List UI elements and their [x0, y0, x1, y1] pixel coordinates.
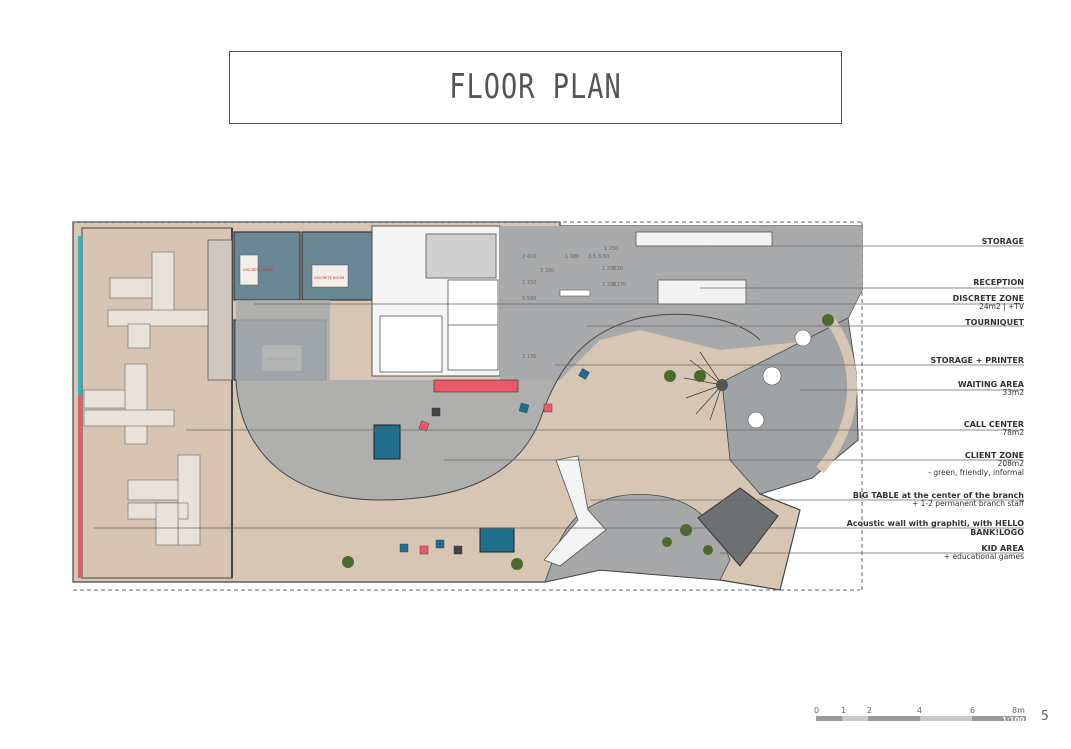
leader-lines: [94, 245, 1024, 554]
legend-storage: STORAGE: [981, 237, 1024, 246]
legend-acoustic-wall: Acoustic wall with graphiti, with HELLO …: [846, 519, 1024, 538]
legend-tourniquet: TOURNIQUET: [965, 318, 1024, 327]
svg-text:3.5: 3.5: [588, 254, 596, 260]
legend-reception: RECEPTION: [973, 278, 1024, 287]
svg-text:2 135: 2 135: [522, 354, 536, 360]
svg-text:1 250: 1 250: [604, 246, 618, 252]
legend-storage-printer: STORAGE + PRINTER: [930, 356, 1024, 365]
legend-call-center: CALL CENTER 78m2: [963, 420, 1024, 438]
svg-text:3 350: 3 350: [540, 268, 554, 274]
room-label-2: DISCRETE ROOM: [314, 276, 344, 280]
client-zone-furniture: [373, 368, 590, 555]
scale-tick-0: 0: [814, 706, 820, 715]
plants: [342, 314, 834, 570]
page-title: FLOOR PLAN: [449, 68, 622, 107]
service-core: [371, 225, 501, 377]
page-number: 5: [1041, 709, 1049, 724]
scale-tick-2: 2: [867, 706, 873, 715]
accent-wall-teal: [78, 236, 81, 396]
scale-tick-6: 6: [970, 706, 976, 715]
concrete-area: [235, 226, 862, 501]
svg-text:2 400: 2 400: [522, 254, 536, 260]
legend-discrete-zone: DISCRETE ZONE 24m2 | +TV: [952, 294, 1024, 312]
scale-tick-8: 8m: [1012, 706, 1025, 715]
svg-text:1 200: 1 200: [602, 266, 616, 272]
scale-tick-1: 1: [841, 706, 847, 715]
accent-wall-red: [78, 396, 81, 578]
svg-text:7.20: 7.20: [612, 266, 623, 272]
svg-text:1 080: 1 080: [565, 254, 579, 260]
dimension-labels: 2 400 1 080 3.5 8.60 3 350 2 150 1 250 5…: [522, 246, 626, 360]
scale-tick-4: 4: [917, 706, 923, 715]
title-box: FLOOR PLAN: [229, 51, 842, 124]
svg-text:8.60: 8.60: [598, 254, 609, 260]
scale-bar-segments: [816, 716, 1026, 721]
svg-text:3 170: 3 170: [612, 282, 626, 288]
room-label-1: DISCRETE ROOM: [243, 268, 273, 272]
legend-kid-area: KID AREA + educational games: [943, 544, 1024, 562]
scale-ratio: 1:100: [1002, 716, 1025, 724]
svg-text:2 150: 2 150: [522, 280, 536, 286]
waiting-area: [683, 317, 859, 495]
svg-text:5 580: 5 580: [522, 296, 536, 302]
svg-text:2 300: 2 300: [602, 282, 616, 288]
legend-big-table: BIG TABLE at the center of the branch + …: [852, 491, 1024, 509]
scale-bar: 0 1 2 4 6 8m 1:100: [812, 706, 1030, 726]
legend-client-zone: CLIENT ZONE 208m2 - green, friendly, inf…: [928, 451, 1024, 477]
legend-waiting-area: WAITING AREA 33m2: [957, 380, 1024, 398]
call-center-area: [81, 227, 233, 579]
big-table: [543, 455, 607, 567]
